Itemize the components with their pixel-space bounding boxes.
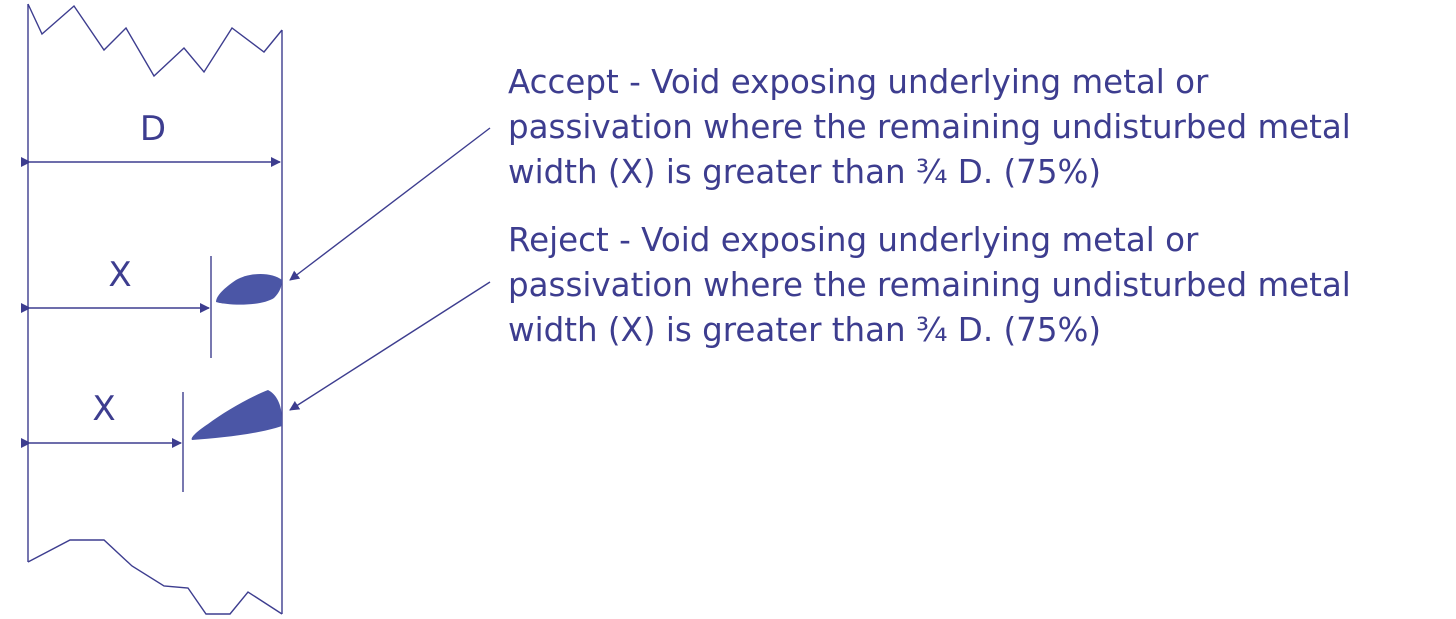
conductor-outline	[27, 3, 283, 615]
reject-leader-line	[289, 281, 491, 411]
conductor-top-break	[27, 3, 283, 78]
accept-leader-line	[289, 127, 491, 281]
reject-void-group: X	[21, 281, 491, 492]
reject-criteria-text: Reject - Void exposing underlying metal …	[508, 221, 1351, 349]
dimension-d: D	[21, 109, 281, 167]
reject-x-label: X	[92, 389, 115, 429]
accept-criteria-text: Accept - Void exposing underlying metal …	[508, 63, 1351, 191]
conductor-bottom-break	[27, 539, 283, 615]
dimension-d-label: D	[140, 109, 166, 149]
accept-void-group: X	[21, 127, 491, 358]
reject-void-shape	[191, 390, 282, 440]
accept-void-shape	[216, 274, 282, 305]
accept-x-label: X	[108, 255, 131, 295]
